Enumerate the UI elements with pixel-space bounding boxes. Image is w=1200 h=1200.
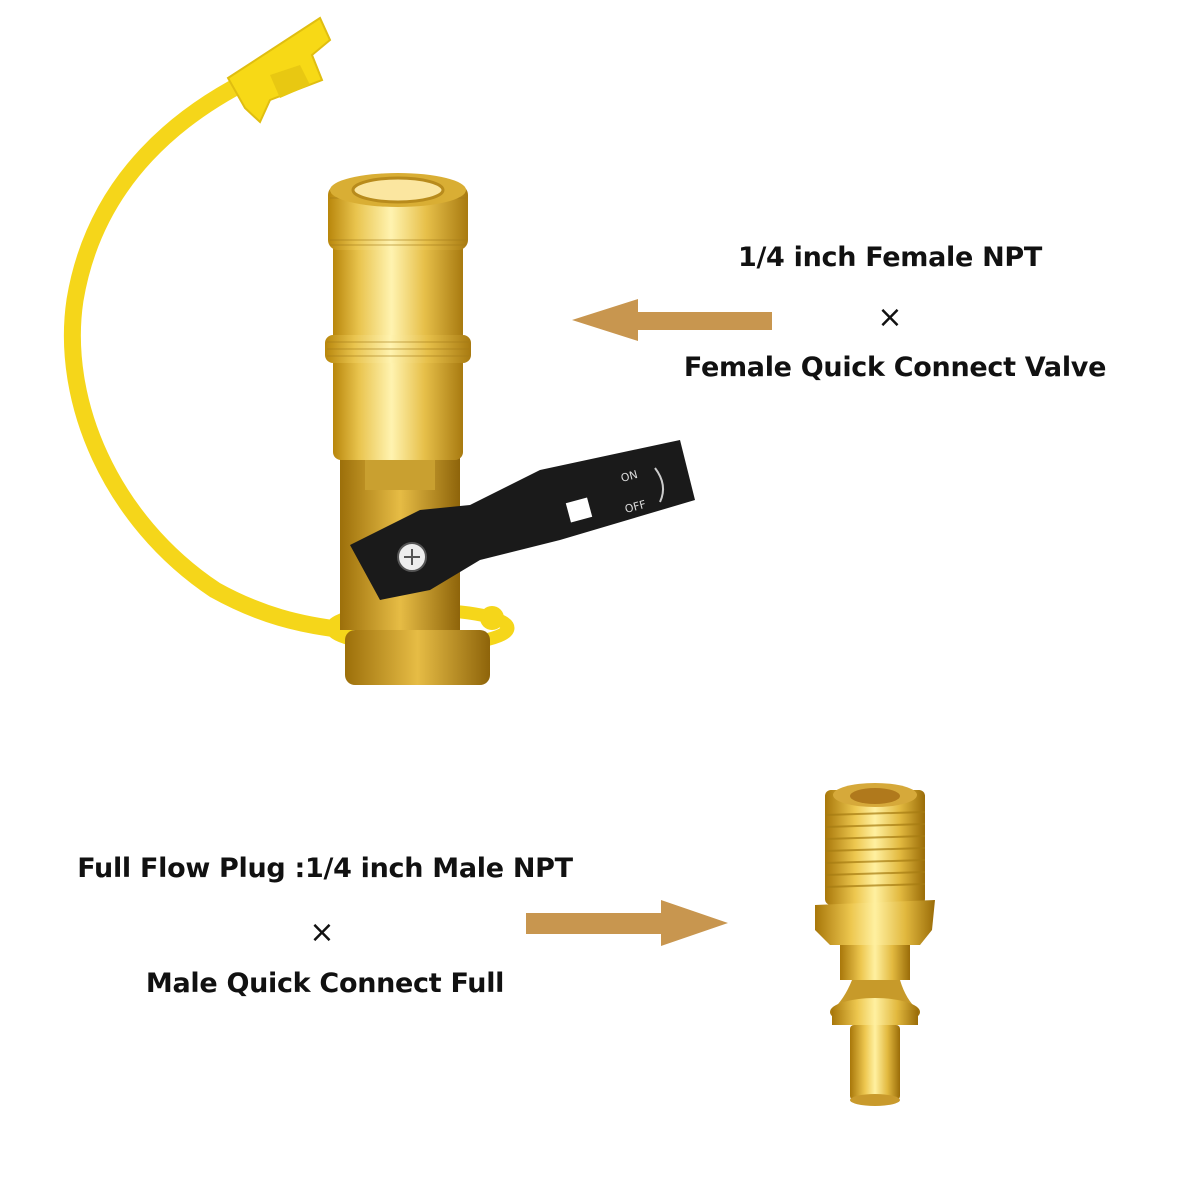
female-npt-label: 1/4 inch Female NPT [737, 242, 1043, 273]
arrow-right-icon [526, 900, 728, 946]
female-quick-connect-valve-image: ON OFF [63, 16, 695, 685]
full-flow-plug-image [815, 783, 935, 1106]
male-quick-connect-label: Male Quick Connect Full [145, 968, 505, 999]
handle-on-text: ON [619, 468, 639, 485]
full-flow-plug-label: Full Flow Plug :1/4 inch Male NPT [77, 853, 573, 884]
valve-handle: ON OFF [350, 440, 695, 600]
handle-off-text: OFF [623, 498, 647, 516]
times-symbol-bottom: × [309, 915, 335, 950]
arrow-left-icon [572, 299, 772, 341]
times-symbol-top: × [877, 300, 903, 335]
female-quick-connect-label: Female Quick Connect Valve [683, 352, 1107, 383]
